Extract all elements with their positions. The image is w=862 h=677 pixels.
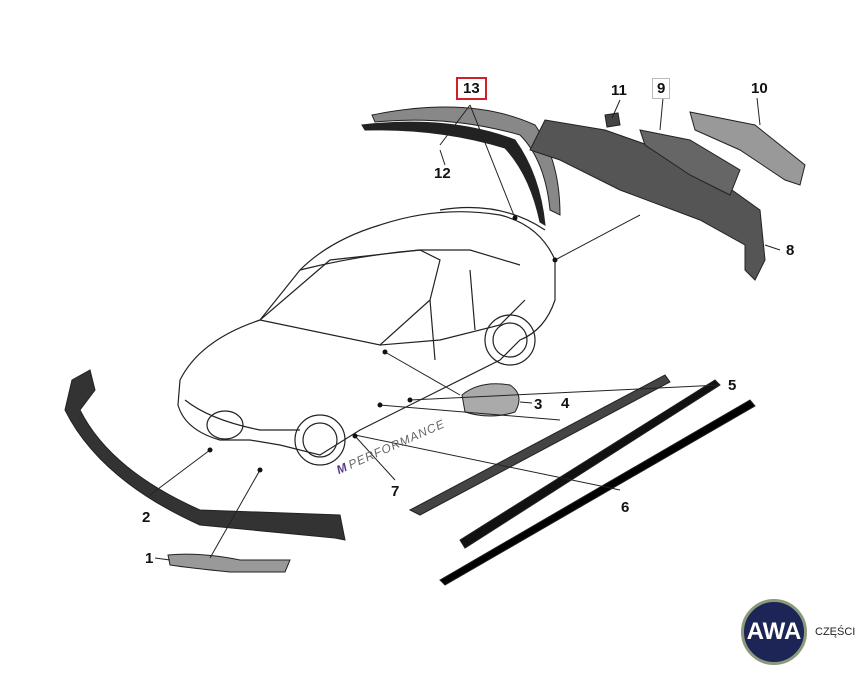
parts	[64, 106, 806, 586]
callout-6: 6	[621, 499, 630, 516]
callout-13-highlighted: 13	[456, 77, 487, 100]
part-11-clip	[604, 112, 621, 128]
car-outline	[177, 206, 556, 466]
part-4-side-skirt	[408, 374, 671, 516]
callout-12: 12	[434, 165, 451, 182]
callout-2: 2	[142, 509, 151, 526]
callout-11: 11	[611, 82, 627, 99]
awa-logo: AWA	[741, 599, 807, 665]
callout-5: 5	[728, 377, 737, 394]
logo-mark: AWA	[746, 618, 802, 645]
logo-subtitle: CZĘŚCI	[815, 626, 856, 638]
callout-3: 3	[534, 396, 543, 413]
part-10-diffuser	[689, 111, 806, 186]
leader-dots	[207, 215, 558, 473]
part-1-splitter-end	[167, 553, 291, 573]
part-12-spoiler-lip	[361, 121, 546, 226]
part-13-spoiler	[371, 106, 561, 216]
callout-1: 1	[145, 550, 154, 567]
part-2-front-splitter	[64, 369, 346, 541]
part-3-mirror-cap	[461, 383, 520, 417]
callout-10: 10	[751, 80, 768, 97]
part-6-side-decal	[439, 399, 756, 586]
callout-9: 9	[652, 78, 671, 99]
part-9-diffuser-insert	[639, 129, 741, 196]
callout-7: 7	[391, 483, 400, 500]
callout-4: 4	[561, 395, 570, 412]
callout-8: 8	[786, 242, 795, 259]
leader-lines	[149, 97, 781, 561]
